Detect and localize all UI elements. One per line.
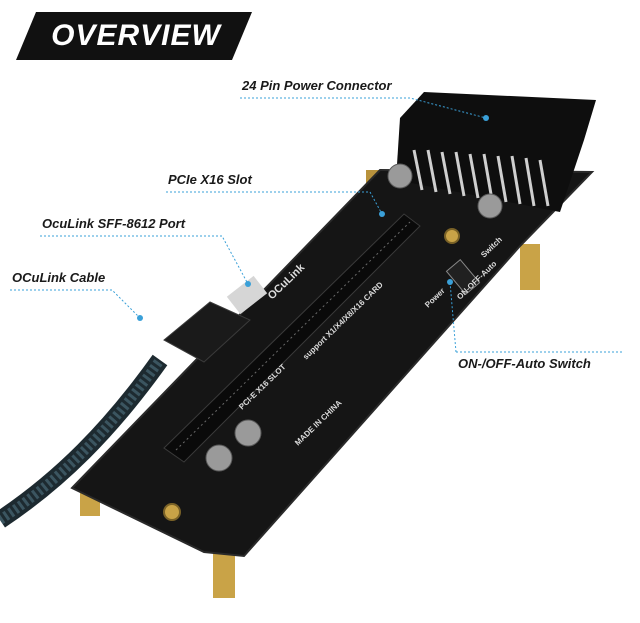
overview-badge: OVERVIEW [20,12,252,60]
callout-oculink-port: OcuLink SFF-8612 Port [42,216,186,231]
callout-oculink-cable: OCuLink Cable [12,270,106,285]
pcie-slot [163,213,421,463]
standoff-front [213,548,235,598]
callout-switch: ON-/OFF-Auto Switch [458,356,591,371]
oculink-port [163,275,268,363]
capacitors [205,163,503,472]
overview-title: OVERVIEW [51,19,221,52]
callout-lines [10,97,622,353]
power-connector [396,92,596,212]
overview-badge-shape [16,12,252,60]
callout-pcie-slot: PCIe X16 Slot [168,172,252,187]
mount-holes [163,228,460,521]
on-off-auto-switch [445,259,481,295]
standoff-right [520,244,540,290]
callout-power-connector: 24 Pin Power Connector [242,78,392,93]
